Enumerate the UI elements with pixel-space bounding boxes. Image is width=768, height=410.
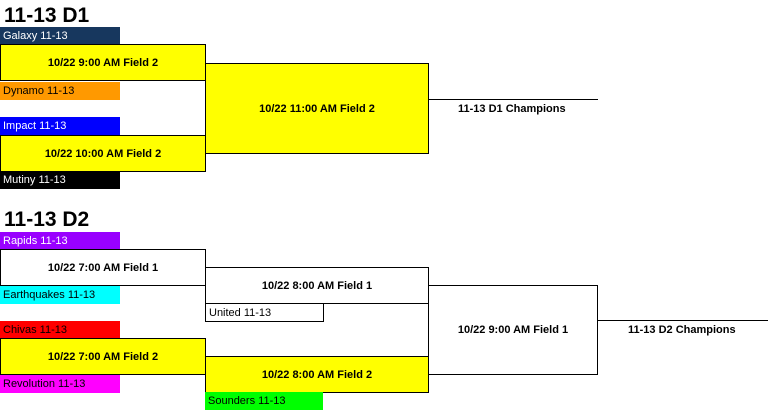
d2-quarterfinal-2: 10/22 8:00 AM Field 2 bbox=[205, 356, 429, 393]
team-revolution: Revolution 11-13 bbox=[0, 375, 120, 393]
d2-title: 11-13 D2 bbox=[4, 208, 90, 231]
d1-final: 10/22 11:00 AM Field 2 bbox=[205, 63, 429, 154]
d2-round1-match-b: 10/22 7:00 AM Field 2 bbox=[0, 338, 206, 375]
d2-quarterfinal-1: 10/22 8:00 AM Field 1 bbox=[205, 267, 429, 304]
d1-champion-line bbox=[428, 99, 598, 100]
d1-semifinal-2: 10/22 10:00 AM Field 2 bbox=[0, 135, 206, 172]
d1-semifinal-1: 10/22 9:00 AM Field 2 bbox=[0, 44, 206, 81]
team-sounders: Sounders 11-13 bbox=[205, 392, 323, 410]
team-rapids: Rapids 11-13 bbox=[0, 232, 120, 250]
d2-champions-label: 11-13 D2 Champions bbox=[628, 324, 736, 336]
team-mutiny: Mutiny 11-13 bbox=[0, 171, 120, 189]
team-united: United 11-13 bbox=[205, 303, 324, 322]
team-impact: Impact 11-13 bbox=[0, 117, 120, 135]
team-chivas: Chivas 11-13 bbox=[0, 321, 120, 339]
d2-final: 10/22 9:00 AM Field 1 bbox=[428, 285, 598, 375]
d1-champions-label: 11-13 D1 Champions bbox=[458, 103, 566, 115]
d1-title: 11-13 D1 bbox=[4, 4, 90, 27]
d2-champion-line bbox=[597, 320, 768, 321]
team-galaxy: Galaxy 11-13 bbox=[0, 27, 120, 45]
team-dynamo: Dynamo 11-13 bbox=[0, 82, 120, 100]
d2-round1-match-a: 10/22 7:00 AM Field 1 bbox=[0, 249, 206, 286]
team-earthquakes: Earthquakes 11-13 bbox=[0, 286, 120, 304]
